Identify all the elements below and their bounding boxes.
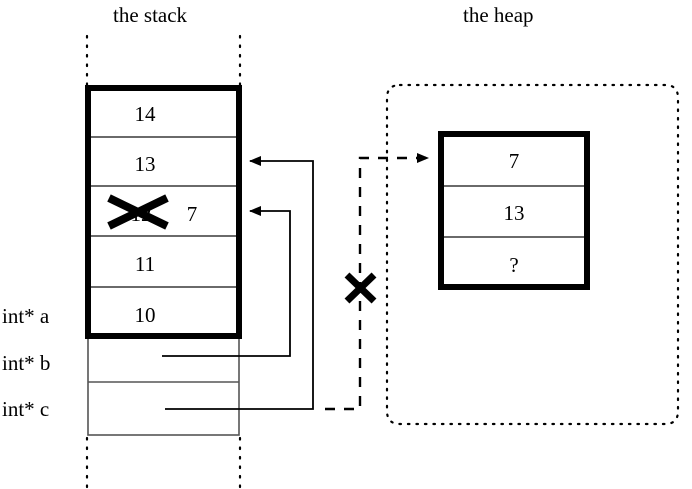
stack-cell-value-2: 12 bbox=[131, 202, 152, 226]
heap-region-boundary bbox=[385, 83, 680, 426]
arrow-c-to-cell-13 bbox=[165, 156, 314, 410]
heap-block-box bbox=[438, 131, 590, 290]
heap-cell-value-0: 7 bbox=[509, 149, 520, 173]
stack-cell-value-1: 13 bbox=[135, 152, 156, 176]
stack-cell-value-3: 11 bbox=[135, 252, 155, 276]
stack-pointer-rows bbox=[87, 335, 240, 436]
stack-extent-guides bbox=[85, 34, 242, 489]
stack-title: the stack bbox=[113, 3, 188, 27]
heap-title: the heap bbox=[463, 3, 534, 27]
pointer-label-b: int* b bbox=[2, 351, 51, 375]
pointer-label-a: int* a bbox=[2, 304, 50, 328]
strikethrough-x-on-12-icon bbox=[107, 194, 169, 230]
pointer-label-c: int* c bbox=[2, 397, 50, 421]
stack-cell-annotation-2: 7 bbox=[187, 202, 198, 226]
cancel-x-on-dashed-arrow-icon bbox=[344, 272, 377, 304]
heap-cell-value-2: ? bbox=[509, 253, 518, 277]
arrow-b-to-cell-12 bbox=[162, 206, 291, 357]
stack-frame-box bbox=[85, 85, 242, 339]
stack-cell-value-0: 14 bbox=[135, 102, 157, 126]
heap-cell-value-1: 13 bbox=[504, 201, 525, 225]
arrow-c-to-heap-dashed bbox=[325, 153, 429, 411]
stack-cell-value-4: 10 bbox=[135, 303, 156, 327]
